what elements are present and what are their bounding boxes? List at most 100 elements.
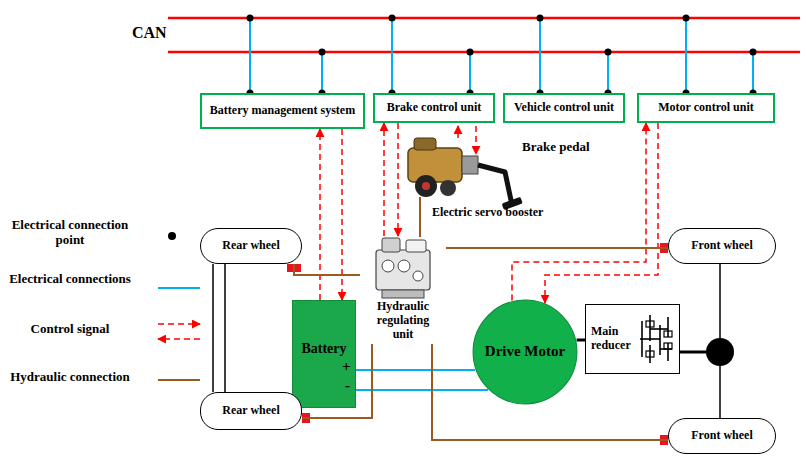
axle (719, 264, 721, 418)
connection-dot (389, 15, 396, 22)
hydraulic-unit-picture (382, 260, 394, 272)
connection-dot (683, 15, 690, 22)
node-text: Battery (301, 341, 346, 357)
brake-caliper (287, 243, 668, 445)
hydraulic-connection (294, 264, 360, 275)
can-bus (168, 17, 800, 20)
gear-symbol (664, 343, 672, 349)
brake-pedal-picture (478, 165, 523, 210)
hydraulic-connection (446, 247, 668, 249)
control-unit-box: Vehicle control unit (503, 93, 625, 123)
hydraulic-unit: Hydraulic regulating unit (360, 236, 446, 344)
legend-text: Electrical connection point (6, 218, 134, 248)
legend-sample (158, 232, 200, 380)
legend-text: Electrical connections (6, 272, 134, 287)
connection-dot (247, 90, 254, 97)
servo-booster-picture (440, 180, 456, 196)
brake-pedal-picture (502, 197, 523, 210)
can-stub (391, 18, 393, 93)
node-text: Brake control unit (387, 101, 481, 115)
can-stub (607, 52, 609, 93)
connection-dot (750, 49, 757, 56)
axle (224, 264, 226, 392)
part-label: Electric servo booster (432, 206, 543, 220)
control-unit-box: Motor control unit (637, 93, 775, 123)
can-stub (250, 18, 753, 93)
can-stub (321, 52, 323, 93)
servo-booster-picture (415, 175, 437, 197)
connection-dot (319, 49, 326, 56)
gear-symbol (641, 321, 643, 357)
can-stub (469, 52, 471, 93)
can-stub (685, 18, 687, 93)
differential (680, 351, 708, 354)
can-stub (752, 52, 754, 93)
shaft (577, 339, 585, 342)
legend-sample (158, 379, 200, 381)
gear-symbol (650, 328, 668, 330)
connection-dot (247, 15, 254, 22)
gear-symbol (667, 317, 669, 337)
control-unit-box: Brake control unit (373, 93, 495, 123)
gear-symbol (649, 345, 651, 363)
connection-dot (605, 90, 612, 97)
control-signal (397, 123, 399, 236)
hydraulic-unit-picture (398, 260, 410, 272)
can-bus (168, 51, 800, 54)
wheel-box: Front wheel (668, 228, 776, 264)
gear-symbol (664, 331, 672, 337)
hydraulic-connection (432, 344, 668, 440)
terminal-sign: + (342, 358, 351, 375)
control-unit-box: Battery management system (200, 93, 365, 129)
hydraulic-unit-picture (372, 236, 434, 300)
hydraulic-unit-picture (376, 250, 430, 290)
motor-circle: Drive Motor (472, 299, 578, 405)
rear-frame-line (212, 264, 214, 392)
node-text: Front wheel (691, 429, 752, 443)
node-text: Front wheel (691, 239, 752, 253)
control-signal (545, 123, 658, 303)
node-text: Drive Motor (485, 343, 565, 360)
can-bus (168, 18, 800, 52)
hydraulic-unit-picture (413, 271, 423, 281)
connection-dot (319, 90, 326, 97)
connection-dot (683, 90, 690, 97)
node-text: Battery management system (210, 104, 355, 118)
motor-outline (473, 300, 577, 404)
control-signal (512, 123, 646, 301)
differential (680, 338, 734, 366)
part-label: Brake pedal (522, 140, 590, 155)
electrical-connection (356, 369, 475, 371)
connection-dot (389, 90, 396, 97)
wheel-box: Rear wheel (200, 228, 302, 264)
booster-signal (458, 126, 476, 154)
node-text: Rear wheel (222, 404, 279, 418)
gear-symbol (646, 351, 654, 357)
gear-symbol (640, 338, 642, 340)
booster-hydraulic-line (419, 197, 421, 237)
reducer-box: Main reducer (585, 304, 680, 374)
servo-booster-picture (422, 182, 430, 190)
node-text: Vehicle control unit (514, 101, 614, 115)
can-stub (249, 18, 251, 93)
brake-pedal-picture (478, 165, 512, 205)
electrical-connection (356, 389, 488, 391)
motor-outline (472, 299, 578, 405)
gear-symbol (642, 338, 660, 340)
rear-frame-line (213, 264, 214, 392)
hydraulic-unit-picture (406, 240, 426, 252)
gear-symbol (667, 343, 669, 361)
node-text: Motor control unit (658, 101, 754, 115)
gear-symbol (659, 325, 661, 355)
booster-signal (475, 126, 477, 154)
connection-dot (537, 15, 544, 22)
bus-label: CAN (132, 24, 167, 42)
connection-dot (537, 90, 544, 97)
connection-dot (750, 90, 757, 97)
hydraulic-unit-picture (382, 290, 424, 298)
wheel-box: Front wheel (668, 418, 776, 454)
servo-booster-picture (414, 138, 436, 150)
gear-symbol (649, 315, 651, 341)
